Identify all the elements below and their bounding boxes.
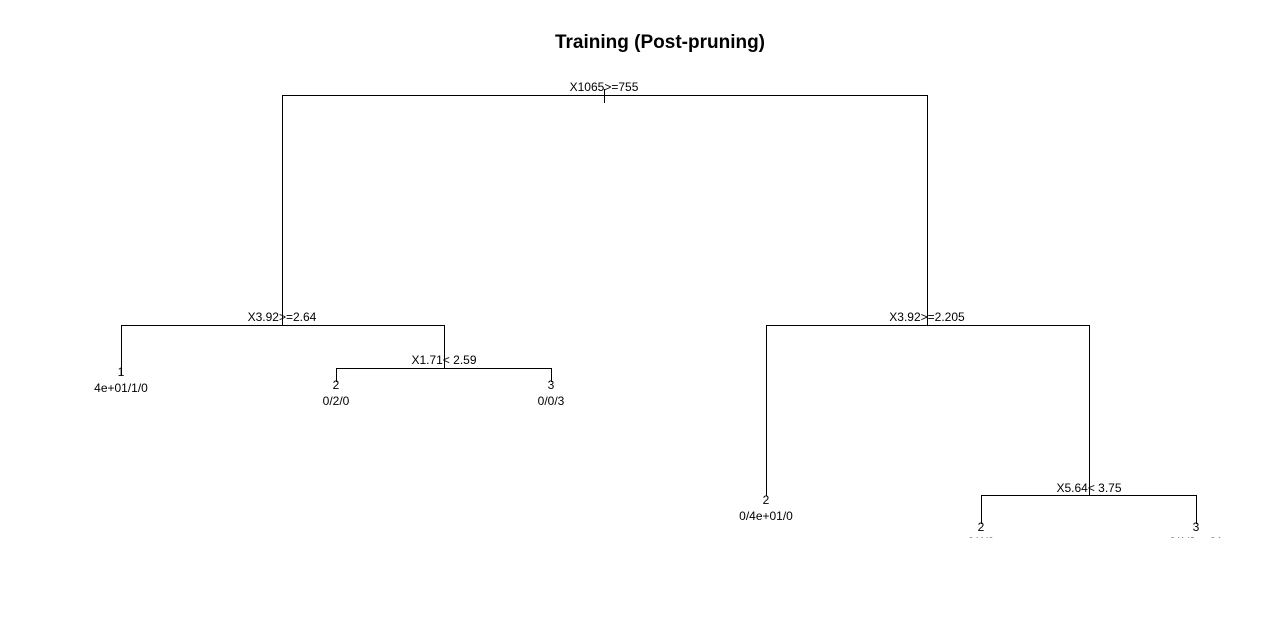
leaf-counts-label: 4e+01/1/0 (94, 381, 148, 395)
leaf-counts-label: 0/1/3e+01 (1169, 535, 1223, 549)
right-right-node-split-label: X5.64< 3.75 (1056, 481, 1121, 495)
leaf-counts-label: 0/0/3 (538, 394, 565, 408)
left-node-split-label: X3.92>=2.64 (248, 310, 317, 324)
leaf-class-label: 2 (333, 378, 340, 392)
leaf-counts-label: 0/2/0 (323, 394, 350, 408)
leaf-class-label: 1 (118, 365, 125, 379)
leaf-class-label: 3 (548, 378, 555, 392)
root-split-label: X1065>=755 (570, 80, 639, 94)
leaf-class-label: 2 (763, 493, 770, 507)
tree-region: X1065>=755 X3.92>=2.64 1 4e+01/1/0 X1.71… (94, 80, 1223, 549)
leaf-counts-label: 0/4e+01/0 (739, 509, 793, 523)
leaf-class-label: 3 (1193, 520, 1200, 534)
left-right-node-split-label: X1.71< 2.59 (411, 353, 476, 367)
leaf-class-label: 2 (978, 520, 985, 534)
plot-title: Training (Post-pruning) (555, 32, 765, 53)
right-node-split-label: X3.92>=2.205 (889, 310, 965, 324)
leaf-counts-label: 0/4/0 (968, 535, 995, 549)
